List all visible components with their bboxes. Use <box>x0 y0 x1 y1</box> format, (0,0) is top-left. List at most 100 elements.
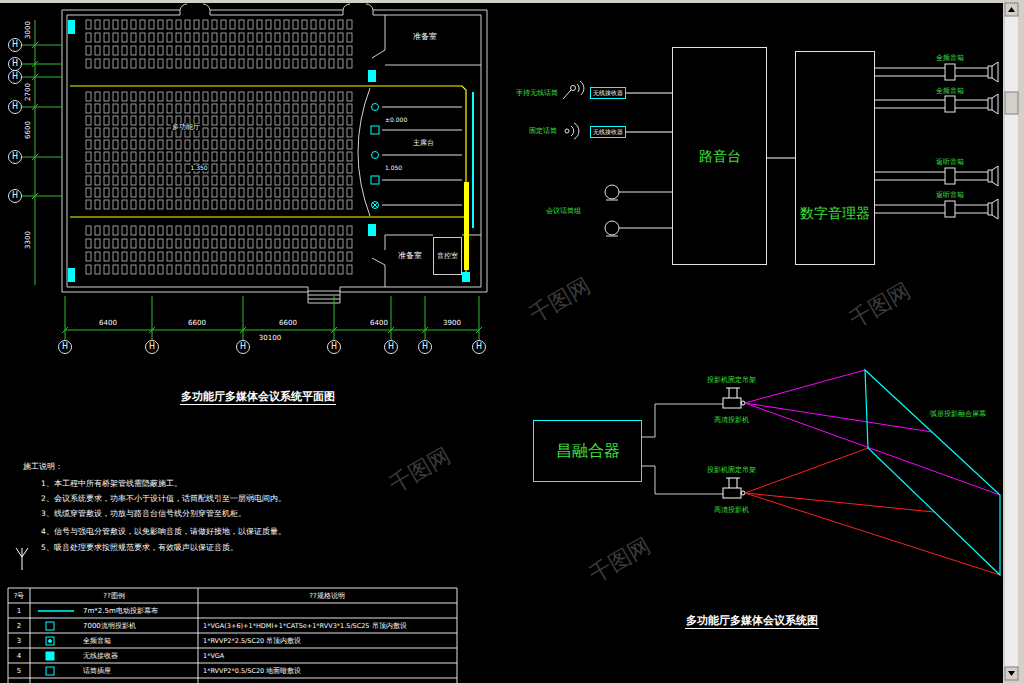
seat <box>194 265 199 274</box>
seat <box>212 92 217 101</box>
seat <box>293 128 298 137</box>
window-chrome <box>1003 0 1024 683</box>
seat <box>131 128 136 137</box>
seat <box>338 226 343 235</box>
seat <box>266 226 271 235</box>
seat <box>104 265 109 274</box>
seat <box>95 59 100 68</box>
legend-table-grid <box>8 588 457 683</box>
seat <box>311 252 316 261</box>
note-text: 4、信号与强电分管敷设，以免影响音质，请做好接地，以保证质量。 <box>40 528 287 536</box>
seat <box>149 164 154 173</box>
signal-connector <box>626 132 672 133</box>
microphone-symbol <box>605 221 619 235</box>
seat <box>347 265 352 274</box>
seat <box>113 252 118 261</box>
seat <box>167 20 172 29</box>
floor-plan-walls <box>67 15 481 287</box>
axis-bubble <box>419 341 432 354</box>
seat <box>338 164 343 173</box>
note-text: 1、本工程中所有桥架管线需隐蔽施工。 <box>40 480 183 488</box>
seat <box>140 176 145 185</box>
room-label: 多功能厅 <box>171 124 201 131</box>
seat <box>176 252 181 261</box>
seat <box>329 20 334 29</box>
device-marker <box>462 272 470 282</box>
speaker-symbol <box>945 201 955 217</box>
seat <box>167 164 172 173</box>
seat <box>347 164 352 173</box>
seat <box>320 33 325 42</box>
seat <box>248 152 253 161</box>
seat <box>158 200 163 209</box>
seat <box>311 128 316 137</box>
seat <box>257 226 262 235</box>
seat <box>320 59 325 68</box>
seat <box>257 140 262 149</box>
speaker-symbol <box>988 199 998 219</box>
seat <box>167 59 172 68</box>
seat <box>140 152 145 161</box>
seat <box>275 140 280 149</box>
seat <box>347 46 352 55</box>
seat <box>257 46 262 55</box>
device-marker <box>368 224 376 236</box>
seat <box>239 226 244 235</box>
seat <box>320 164 325 173</box>
seat <box>95 20 100 29</box>
legend-table-symbol <box>38 611 74 675</box>
dimension-line <box>32 42 38 199</box>
seat <box>149 104 154 113</box>
axis-bubble <box>9 151 22 164</box>
seat <box>158 140 163 149</box>
seat <box>311 20 316 29</box>
seat <box>239 140 244 149</box>
seat <box>320 20 325 29</box>
seat <box>131 33 136 42</box>
seat <box>320 46 325 55</box>
seat <box>347 116 352 125</box>
seat <box>338 128 343 137</box>
seat <box>311 33 316 42</box>
seat <box>221 92 226 101</box>
seat <box>113 104 118 113</box>
seat <box>230 104 235 113</box>
window-chrome <box>0 0 1003 3</box>
seat <box>95 164 100 173</box>
seat <box>329 33 334 42</box>
seat <box>104 128 109 137</box>
legend-table-symbol <box>46 652 54 660</box>
seat <box>131 140 136 149</box>
seat <box>194 176 199 185</box>
seat <box>176 188 181 197</box>
seat <box>95 188 100 197</box>
seat <box>122 46 127 55</box>
watermark: 千图网 <box>525 273 595 326</box>
device-label: 会议话筒组 <box>545 208 582 215</box>
seat <box>266 116 271 125</box>
table-cell: 7m*2.5m电动投影幕布 <box>82 608 159 615</box>
seat <box>221 176 226 185</box>
seat <box>131 59 136 68</box>
seat <box>239 152 244 161</box>
seat <box>230 20 235 29</box>
device-marker <box>368 70 376 82</box>
seat <box>167 252 172 261</box>
seat <box>203 20 208 29</box>
seat <box>131 46 136 55</box>
legend-table-symbol <box>46 667 54 675</box>
device-label: 固定话筒 <box>528 128 558 135</box>
seat <box>248 188 253 197</box>
device-name: 路音台 <box>699 149 741 163</box>
watermark: 千图网 <box>845 278 915 331</box>
seat <box>194 188 199 197</box>
seat <box>185 140 190 149</box>
seat <box>293 152 298 161</box>
seat <box>311 152 316 161</box>
floor-plan-walls <box>308 287 340 303</box>
seat <box>293 252 298 261</box>
seat <box>158 252 163 261</box>
seat <box>221 46 226 55</box>
table-cell: 5 <box>16 668 22 675</box>
seat <box>293 92 298 101</box>
